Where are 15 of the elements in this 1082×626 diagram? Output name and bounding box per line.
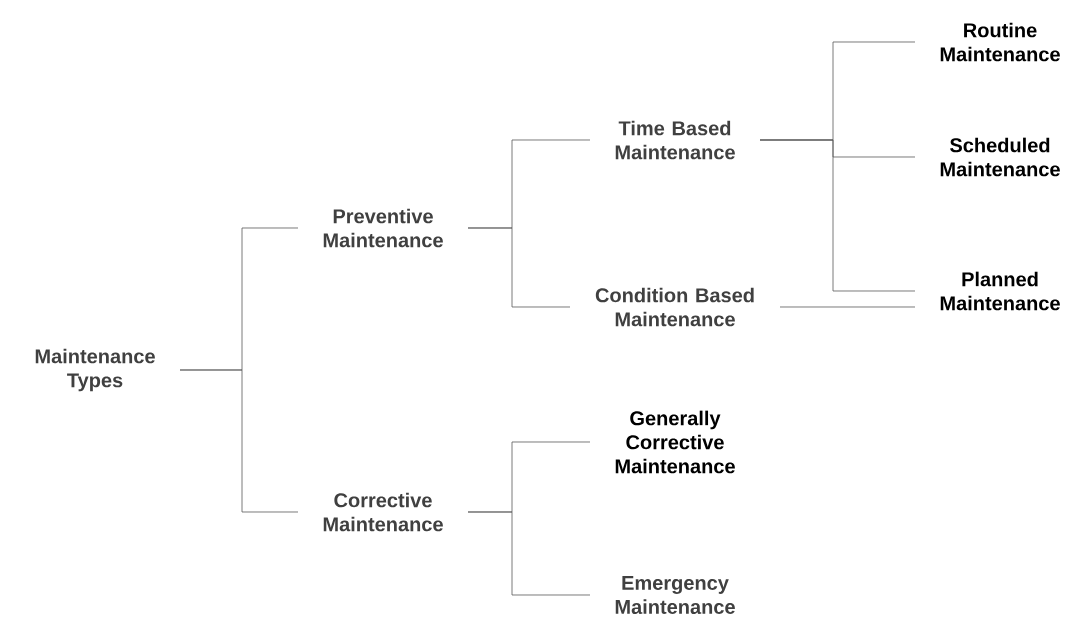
node-label: Emergency Maintenance [615, 576, 735, 614]
node-label: Preventive Maintenance [323, 208, 443, 248]
node-label: Planned Maintenance [940, 271, 1060, 311]
node-label: Condition Based Maintenance [595, 287, 754, 327]
connector-line [779, 306, 916, 308]
connector-line [467, 227, 571, 308]
connector-line [759, 139, 916, 292]
connector-line [467, 511, 591, 596]
node-label: Maintenance Types [35, 348, 155, 392]
node-label: Routine Maintenance [940, 22, 1060, 62]
node-label: Time Based Maintenance [615, 120, 735, 160]
node-label: Scheduled Maintenance [940, 137, 1060, 177]
connector-line [179, 369, 299, 513]
node-label: Corrective Maintenance [323, 492, 443, 532]
node-label: Generally Corrective Maintenance [615, 410, 735, 474]
